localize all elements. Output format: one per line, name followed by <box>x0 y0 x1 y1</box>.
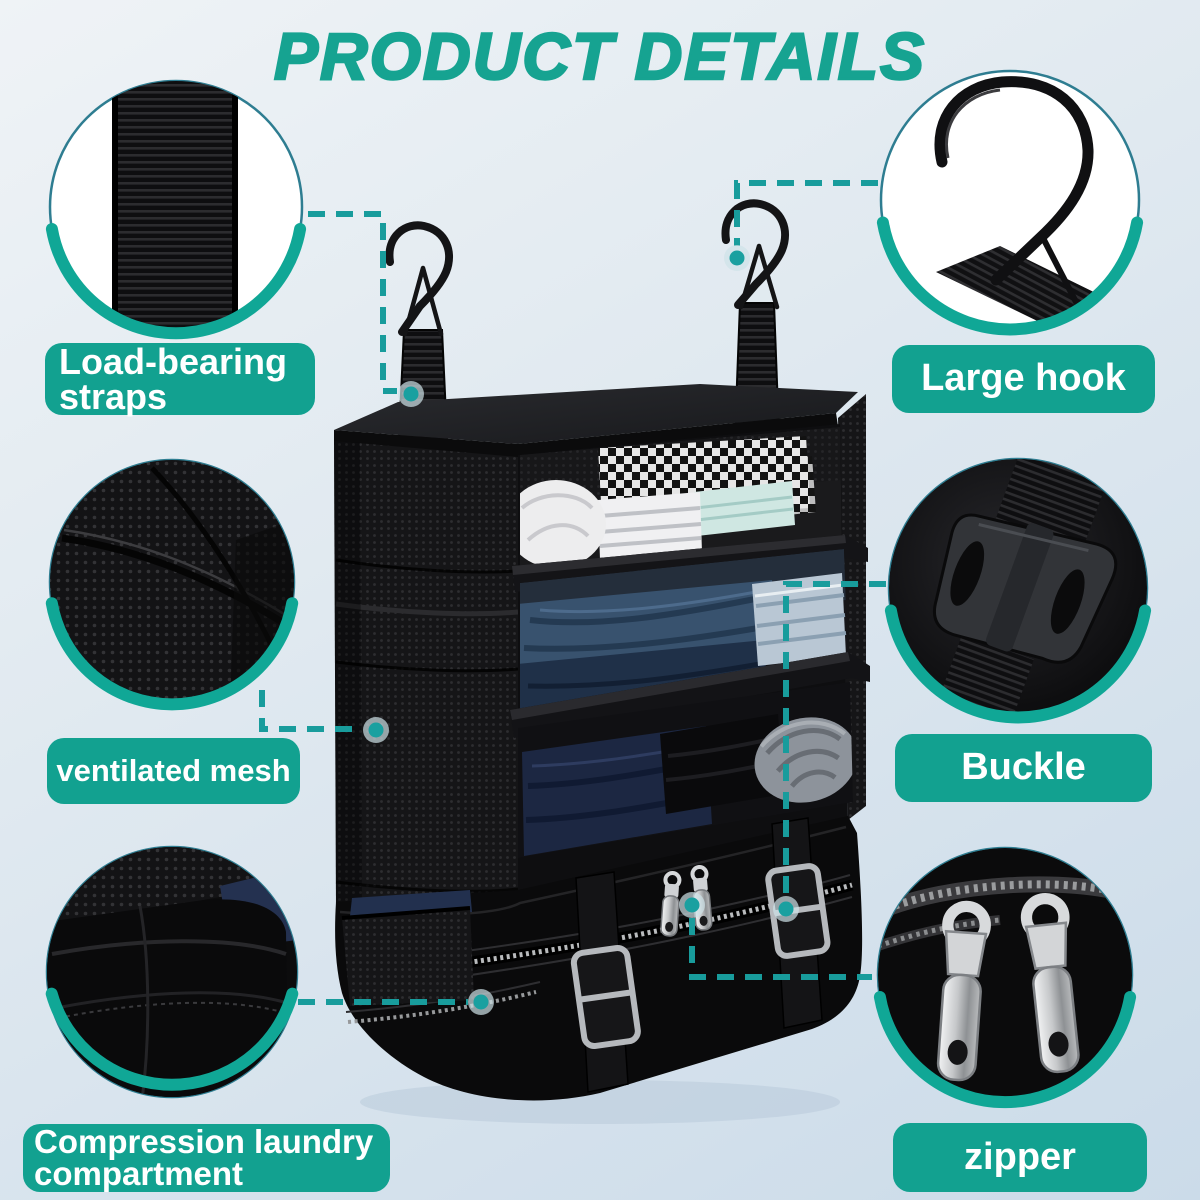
label-pill-buckle: Buckle <box>895 734 1152 802</box>
label-text: Buckle <box>961 746 1086 789</box>
dot-zipper <box>679 892 705 918</box>
black-garment <box>660 714 784 814</box>
mint-towel <box>694 481 795 536</box>
label-text: Large hook <box>921 357 1126 400</box>
compartment-mesh-pocket <box>342 908 474 1006</box>
metal-hook-closeup-photo <box>934 76 1110 329</box>
label-text: Compression laundry compartment <box>34 1122 374 1192</box>
page-title: PRODUCT DETAILS <box>273 18 927 95</box>
connector-dots <box>363 245 799 1015</box>
left-compression-strap <box>570 871 641 1093</box>
callout-circle-hook <box>876 69 1144 336</box>
callout-circle-straps <box>45 79 307 340</box>
dot-buckle <box>773 896 799 922</box>
dot-hook <box>724 245 750 271</box>
mesh-fabric-closeup-photo <box>50 460 294 704</box>
dot-mesh <box>363 717 389 743</box>
label-pill-load-bearing-straps: Load-bearing straps <box>45 343 315 415</box>
left-metal-buckle <box>570 945 641 1050</box>
rolled-grey-garment <box>754 717 853 803</box>
callout-circle-mesh <box>45 458 299 711</box>
callout-circle-compression <box>45 845 299 1099</box>
product-photo <box>334 199 870 1124</box>
label-pill-large-hook: Large hook <box>892 345 1155 413</box>
shelf-board-2 <box>510 652 870 738</box>
shelf-1-clothes <box>520 427 842 578</box>
leader-line-zipper <box>689 918 872 980</box>
dot-straps <box>398 381 424 407</box>
callout-circle-buckle <box>884 457 1152 724</box>
leader-line-buckle <box>783 581 886 896</box>
label-text: ventilated mesh <box>56 752 291 788</box>
leader-line-hook <box>734 180 878 246</box>
label-pill-zipper: zipper <box>893 1123 1147 1192</box>
label-pill-ventilated-mesh: ventilated mesh <box>47 738 300 804</box>
label-text: zipper <box>964 1135 1076 1178</box>
shelf-3-clothes <box>518 682 853 858</box>
strap-webbing-closeup-photo <box>112 81 238 333</box>
label-pill-compression-laundry-compartment: Compression laundry compartment <box>23 1124 390 1192</box>
dot-compression <box>468 989 494 1015</box>
label-text: Load-bearing straps <box>59 340 288 417</box>
leader-line-mesh <box>259 690 362 732</box>
left-mesh-side <box>334 441 519 906</box>
leader-line-straps <box>308 211 397 394</box>
leader-lines <box>259 180 886 1005</box>
compartment-corner-closeup-photo <box>47 847 297 1097</box>
side-release-buckle-closeup-photo <box>889 459 1147 717</box>
callout-circle-zipper <box>873 846 1137 1109</box>
right-mesh-wall <box>838 394 866 820</box>
top-panel <box>334 384 858 459</box>
